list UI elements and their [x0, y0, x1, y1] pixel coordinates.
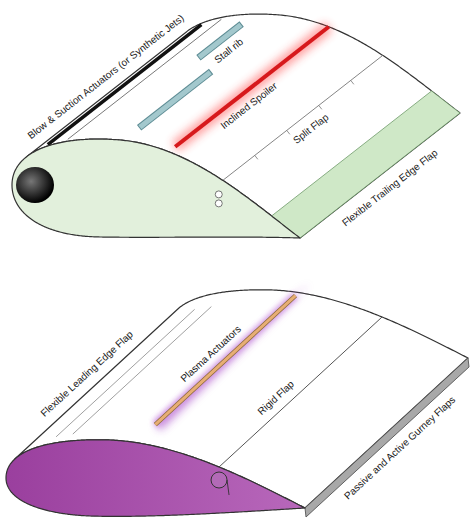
gurney-flap	[305, 358, 469, 517]
flap-joint-line	[227, 480, 229, 495]
plasma-glow	[155, 283, 310, 430]
flexible-trailing-edge-flap	[272, 91, 460, 238]
hinge-tick	[319, 105, 322, 109]
leading-edge-flap-line	[56, 309, 195, 437]
flap-hinge	[211, 472, 227, 488]
leading-edge-actuator	[16, 167, 54, 203]
stall-rib	[139, 72, 211, 128]
airfoil-section	[12, 139, 300, 238]
hinge-tick	[255, 155, 258, 159]
lower-wing-figure	[6, 283, 469, 517]
hinge-tick	[287, 130, 290, 134]
split-flap-hinge-line	[223, 55, 383, 180]
blow-suction-actuator	[48, 25, 202, 145]
upper-wing-figure	[12, 14, 460, 238]
stall-rib	[140, 72, 210, 127]
hinge-tick	[351, 80, 354, 84]
hinge-pin	[215, 200, 222, 207]
hinge-pin	[215, 191, 222, 198]
airfoil-section	[6, 440, 305, 517]
